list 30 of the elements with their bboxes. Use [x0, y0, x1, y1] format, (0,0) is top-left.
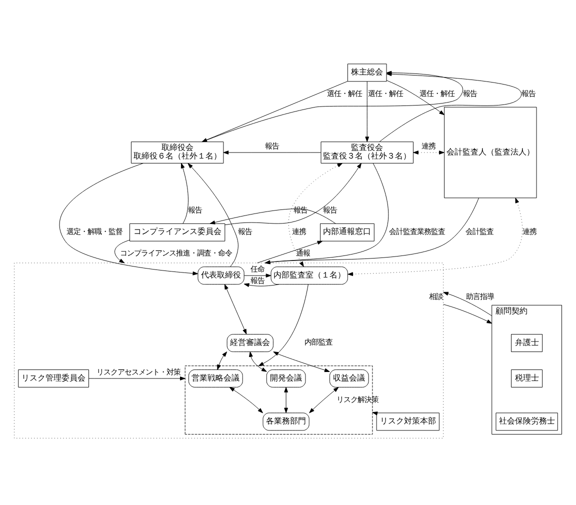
arrow: [244, 273, 272, 278]
arrow: [258, 284, 308, 366]
arrow: [257, 240, 323, 263]
arrow: [443, 304, 492, 324]
arrow: [413, 150, 444, 154]
arrow: [284, 386, 288, 413]
arrow: [59, 162, 198, 275]
arrow: [229, 386, 263, 413]
arrow: [348, 197, 523, 276]
arrow: [224, 162, 362, 225]
arrow: [223, 150, 322, 154]
arrow: [88, 376, 186, 380]
arrow: [273, 351, 330, 372]
arrow: [224, 284, 247, 334]
arrow: [188, 162, 238, 266]
arrow: [386, 80, 444, 115]
arrow: [264, 162, 389, 264]
arrow: [288, 162, 343, 266]
arrow: [210, 208, 336, 224]
arrow: [365, 80, 370, 142]
arrow: [244, 282, 280, 286]
arrow: [114, 239, 130, 263]
arrow: [217, 351, 228, 370]
arrow: [248, 351, 267, 372]
cluster: [14, 262, 444, 438]
arrow: [264, 197, 479, 264]
arrow: [180, 162, 188, 224]
arrow: [379, 72, 522, 142]
arrow: [443, 291, 492, 316]
arrow: [309, 386, 339, 413]
